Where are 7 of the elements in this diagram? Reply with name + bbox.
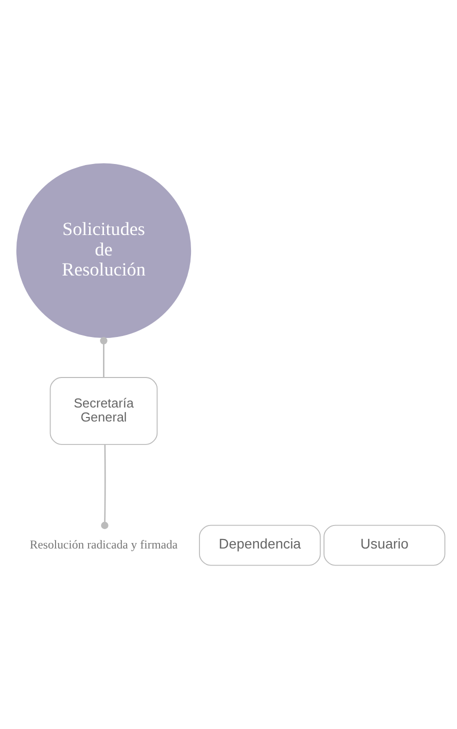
node-text: Resolución radicada y firmada <box>30 537 178 552</box>
connector <box>101 444 108 530</box>
node-circle: Solicitudes de Resolución <box>16 163 192 338</box>
node-box: Usuario <box>324 524 446 566</box>
connector <box>100 337 108 378</box>
node-box: Dependencia <box>198 524 321 566</box>
node-box: Secretaría General <box>50 377 158 445</box>
